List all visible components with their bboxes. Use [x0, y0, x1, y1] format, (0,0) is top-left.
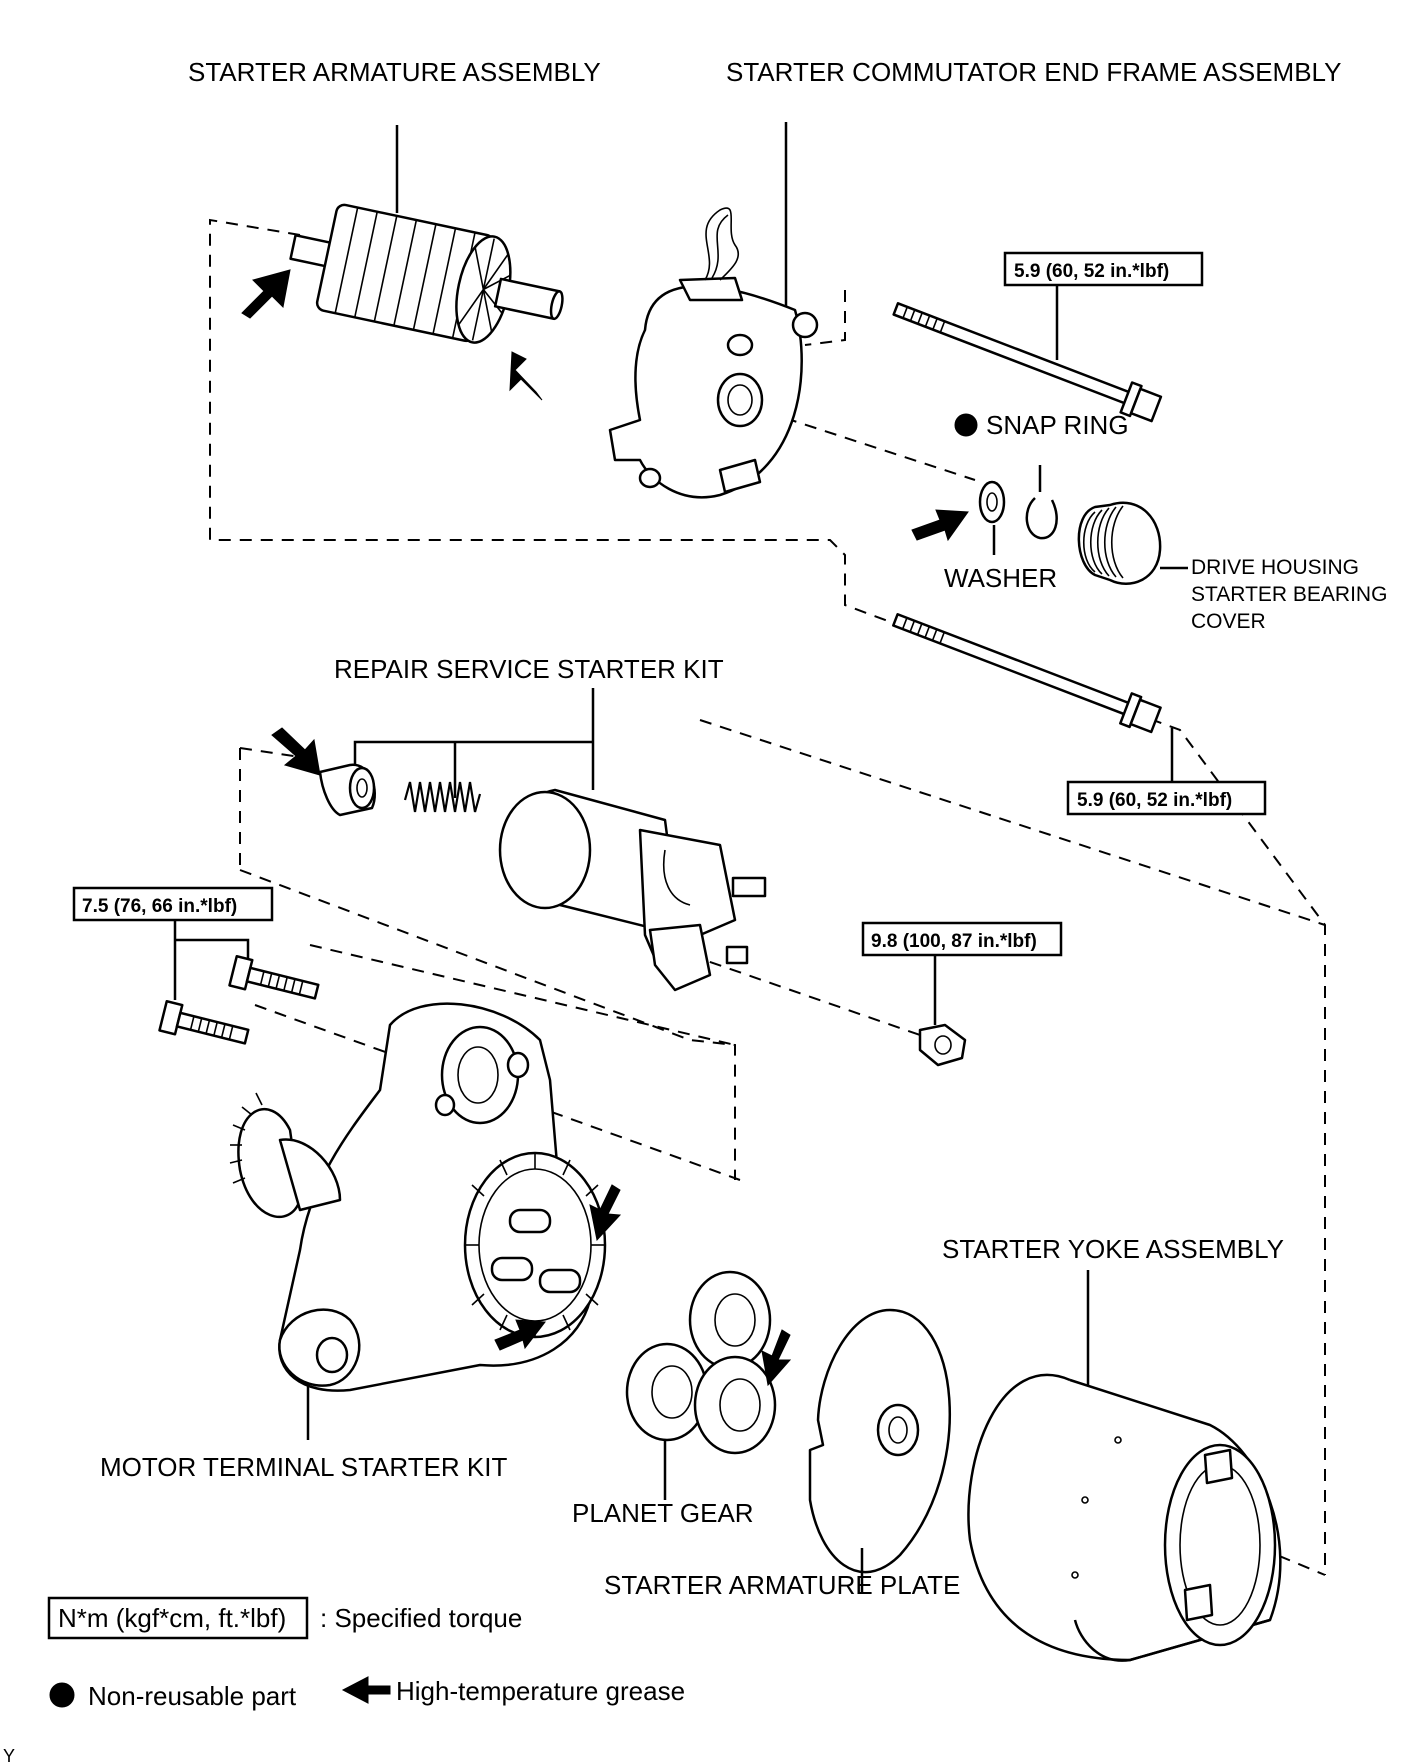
- through-bolt-lower: [892, 613, 1174, 782]
- grease-arrow-icon: [271, 727, 321, 776]
- label-drive-housing-2: STARTER BEARING: [1191, 583, 1387, 606]
- non-reusable-dot-icon: [49, 1682, 75, 1708]
- planet-gear-right: [693, 1355, 777, 1455]
- through-bolt-upper: [892, 285, 1163, 423]
- grease-arrow-icon: [494, 1319, 546, 1351]
- grease-arrow-icon: [341, 1676, 391, 1704]
- washer: [911, 480, 1006, 555]
- planet-gear-top: [688, 1270, 772, 1370]
- label-drive-housing-1: DRIVE HOUSING: [1191, 556, 1359, 579]
- label-snap-ring: SNAP RING: [986, 410, 1129, 440]
- label-starter-armature-assembly: STARTER ARMATURE ASSEMBLY: [188, 57, 601, 87]
- torque-housing-bolts: 7.5 (76, 66 in.*lbf): [82, 896, 237, 917]
- torque-through-bolt-lower: 5.9 (60, 52 in.*lbf): [1077, 790, 1232, 811]
- non-reusable-dot-icon: [954, 413, 978, 437]
- starter-armature-plate: [808, 1308, 951, 1593]
- legend-torque-text: : Specified torque: [320, 1603, 522, 1633]
- legend-torque-box: [47, 1596, 309, 1640]
- label-starter-yoke-assembly: STARTER YOKE ASSEMBLY: [942, 1234, 1284, 1264]
- label-starter-commutator-end-frame: STARTER COMMUTATOR END FRAME ASSEMBLY: [726, 57, 1341, 87]
- spring: [403, 781, 482, 813]
- grease-arrow-icon: [911, 509, 969, 542]
- starter-armature-assembly: [241, 125, 564, 401]
- label-washer: WASHER: [944, 563, 1057, 593]
- starter-commutator-end-frame: [608, 122, 819, 499]
- legend-grease: High-temperature grease: [396, 1676, 685, 1706]
- housing-bolts: 7.5 (76, 66 in.*lbf): [72, 886, 320, 1045]
- planet-gear-left: [625, 1342, 709, 1442]
- terminal-nut: 9.8 (100, 87 in.*lbf): [861, 921, 1063, 1067]
- label-motor-terminal-starter-kit: MOTOR TERMINAL STARTER KIT: [100, 1452, 507, 1482]
- torque-box-upper: 5.9 (60, 52 in.*lbf): [1003, 251, 1204, 287]
- torque-terminal-nut: 9.8 (100, 87 in.*lbf): [871, 931, 1037, 952]
- motor-terminal-starter-kit: [229, 1002, 622, 1440]
- drive-housing-starter-bearing-cover: [1077, 501, 1188, 585]
- grease-arrow-icon: [761, 1329, 792, 1387]
- label-drive-housing-3: COVER: [1191, 610, 1266, 633]
- legend: N*m (kgf*cm, ft.*lbf) : Specified torque…: [47, 1596, 685, 1711]
- corner-mark: Y: [3, 1746, 15, 1763]
- snap-ring: [954, 413, 1058, 540]
- label-starter-armature-plate: STARTER ARMATURE PLATE: [604, 1570, 960, 1600]
- repair-service-starter-kit: [271, 688, 767, 992]
- torque-through-bolt-upper: 5.9 (60, 52 in.*lbf): [1014, 261, 1169, 282]
- planet-gear-set: [625, 1270, 792, 1500]
- starter-yoke-assembly: [967, 1270, 1282, 1662]
- label-repair-service-starter-kit: REPAIR SERVICE STARTER KIT: [334, 654, 724, 684]
- label-planet-gear: PLANET GEAR: [572, 1498, 754, 1528]
- grease-arrow-icon: [589, 1184, 622, 1242]
- legend-non-reusable: Non-reusable part: [88, 1681, 297, 1711]
- torque-box-lower: 5.9 (60, 52 in.*lbf): [1066, 780, 1267, 816]
- legend-torque-box-text: N*m (kgf*cm, ft.*lbf): [58, 1603, 286, 1633]
